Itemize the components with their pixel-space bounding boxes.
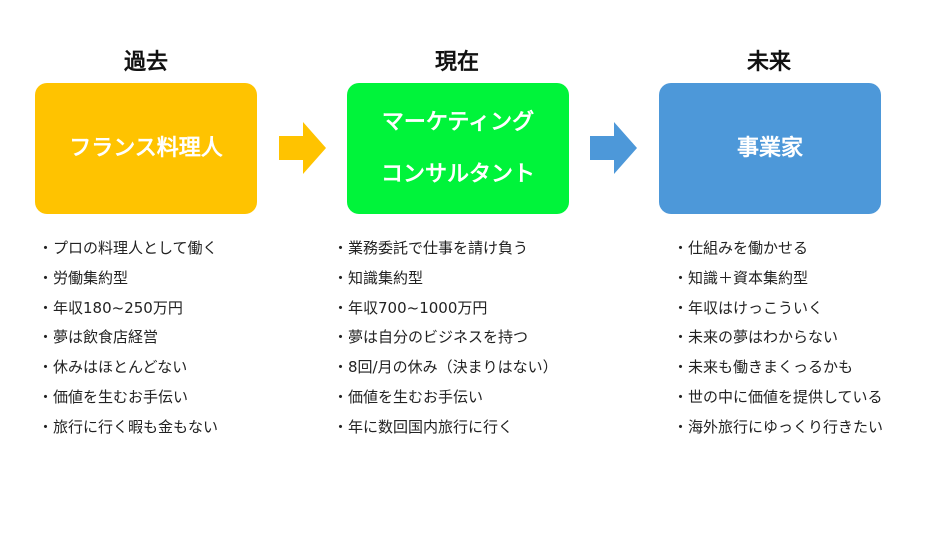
- list-item: ・年収はけっこういく: [673, 298, 824, 317]
- box-past-label: フランス料理人: [69, 135, 223, 161]
- list-item: ・8回/月の休み（決まりはない）: [333, 358, 558, 377]
- list-item: ・仕組みを働かせる: [673, 239, 809, 257]
- right-arrow-icon: [279, 122, 326, 174]
- list-item: ・価値を生むお手伝い: [333, 387, 484, 406]
- list-item: ・プロの料理人として働く: [38, 239, 218, 257]
- list-item: ・未来の夢はわからない: [673, 328, 839, 347]
- list-item: ・年収700~1000万円: [333, 298, 488, 317]
- list-item: ・休みはほとんどない: [38, 358, 188, 377]
- list-item: ・夢は自分のビジネスを持つ: [333, 328, 529, 347]
- list-item: ・旅行に行く暇も金もない: [38, 417, 219, 436]
- box-present-label-line-1: マーケティング: [381, 109, 535, 135]
- list-item: ・世の中に価値を提供している: [673, 387, 883, 406]
- list-item: ・夢は飲食店経営: [38, 328, 159, 347]
- list-item: ・年に数回国内旅行に行く: [333, 417, 514, 436]
- box-past: フランス料理人: [35, 83, 257, 214]
- points-future: ・仕組みを働かせる ・知識＋資本集約型 ・年収はけっこういく ・未来の夢はわから…: [673, 234, 883, 443]
- right-arrow-icon: [590, 122, 637, 174]
- list-item: ・価値を生むお手伝い: [38, 387, 189, 406]
- points-present: ・業務委託で仕事を請け負う ・知識集約型 ・年収700~1000万円 ・夢は自分…: [333, 234, 558, 443]
- heading-past: 過去: [123, 50, 168, 75]
- list-item: ・年収180~250万円: [38, 298, 183, 317]
- list-item: ・労働集約型: [38, 268, 129, 287]
- arrow-shape: [279, 122, 326, 174]
- box-future-label: 事業家: [736, 135, 803, 161]
- points-past: ・プロの料理人として働く ・労働集約型 ・年収180~250万円 ・夢は飲食店経…: [38, 234, 218, 443]
- box-future: 事業家: [659, 83, 881, 214]
- heading-present: 現在: [434, 50, 479, 75]
- list-item: ・海外旅行にゆっくり行きたい: [673, 417, 884, 436]
- box-present-label-line-2: コンサルタント: [380, 161, 535, 187]
- list-item: ・知識集約型: [333, 268, 424, 287]
- list-item: ・知識＋資本集約型: [673, 268, 809, 287]
- list-item: ・未来も働きまくっるかも: [673, 358, 854, 377]
- heading-future: 未来: [746, 50, 791, 75]
- arrow-shape: [590, 122, 637, 174]
- list-item: ・業務委託で仕事を請け負う: [333, 239, 529, 257]
- box-present: マーケティング コンサルタント: [347, 83, 569, 214]
